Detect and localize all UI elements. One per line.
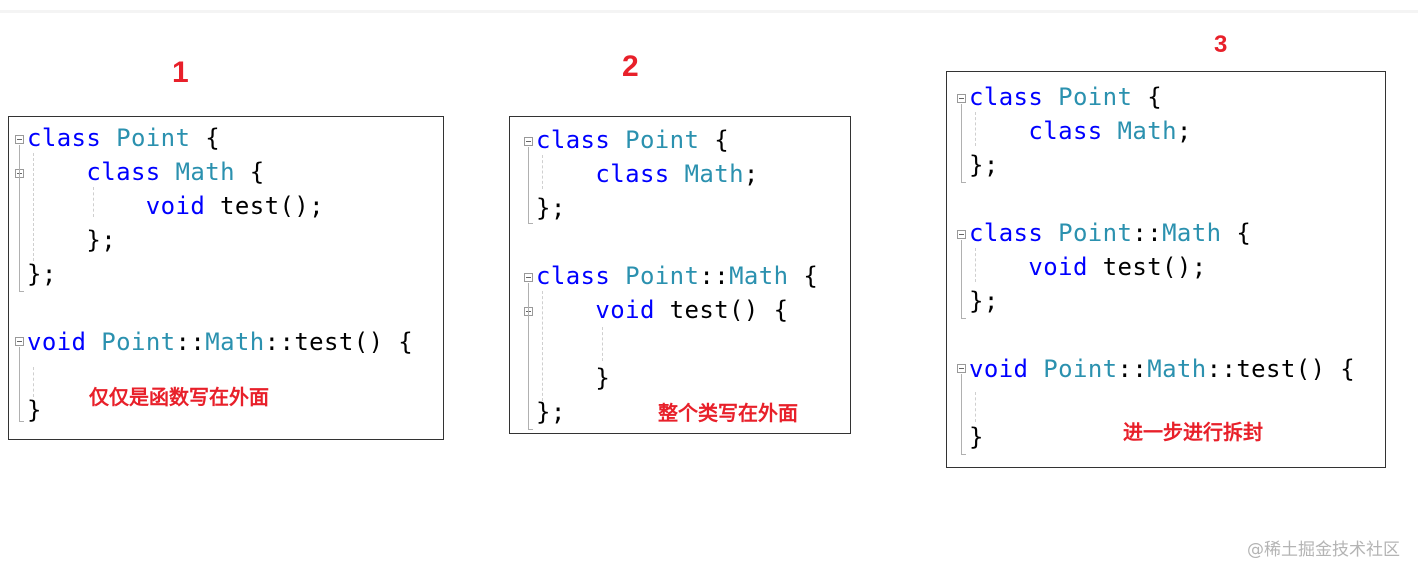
annotation-note: 进一步进行拆封: [1123, 420, 1263, 444]
collapse-icon[interactable]: [957, 94, 966, 103]
collapse-icon[interactable]: [15, 135, 24, 144]
collapse-icon[interactable]: [957, 364, 966, 373]
code-line: };: [536, 398, 566, 426]
code-line: class Point {: [536, 126, 730, 154]
code-line: };: [969, 151, 999, 179]
code-panel-3: class Point { class Math; }; class Point…: [946, 71, 1386, 468]
top-strip: [0, 0, 1418, 13]
code-line: class Point::Math {: [536, 262, 819, 290]
label-3: 3: [1214, 31, 1228, 58]
watermark: @稀土掘金技术社区: [1247, 540, 1400, 560]
code-line: }: [969, 423, 984, 451]
code-line: void test() {: [595, 296, 789, 324]
code-line: }: [595, 364, 611, 392]
code-line: void test();: [145, 192, 324, 220]
annotation-note: 整个类写在外面: [658, 401, 798, 425]
code-line: void test();: [1028, 253, 1207, 281]
annotation-note: 仅仅是函数写在外面: [89, 385, 269, 409]
label-2: 2: [622, 50, 639, 83]
code-line: }: [27, 396, 42, 424]
code-line: void Point::Math::test() {: [969, 355, 1356, 383]
code-line: class Point {: [27, 124, 221, 152]
code-line: };: [86, 226, 117, 254]
collapse-icon[interactable]: [524, 137, 533, 146]
code-panel-2: class Point { class Math; }; class Point…: [509, 116, 851, 434]
code-line: };: [536, 194, 566, 222]
code-line: class Math {: [86, 158, 265, 186]
collapse-icon[interactable]: [524, 273, 533, 282]
code-line: };: [27, 260, 57, 288]
code-line: class Point::Math {: [969, 219, 1252, 247]
code-line: class Math;: [595, 160, 759, 188]
code-panel-1: class Point { class Math { void test(); …: [8, 116, 444, 440]
collapse-icon[interactable]: [957, 230, 966, 239]
code-line: };: [969, 287, 999, 315]
code-line: class Math;: [1028, 117, 1192, 145]
collapse-icon[interactable]: [15, 337, 24, 346]
code-line: class Point {: [969, 83, 1163, 111]
label-1: 1: [172, 56, 189, 89]
code-line: void Point::Math::test() {: [27, 328, 414, 356]
